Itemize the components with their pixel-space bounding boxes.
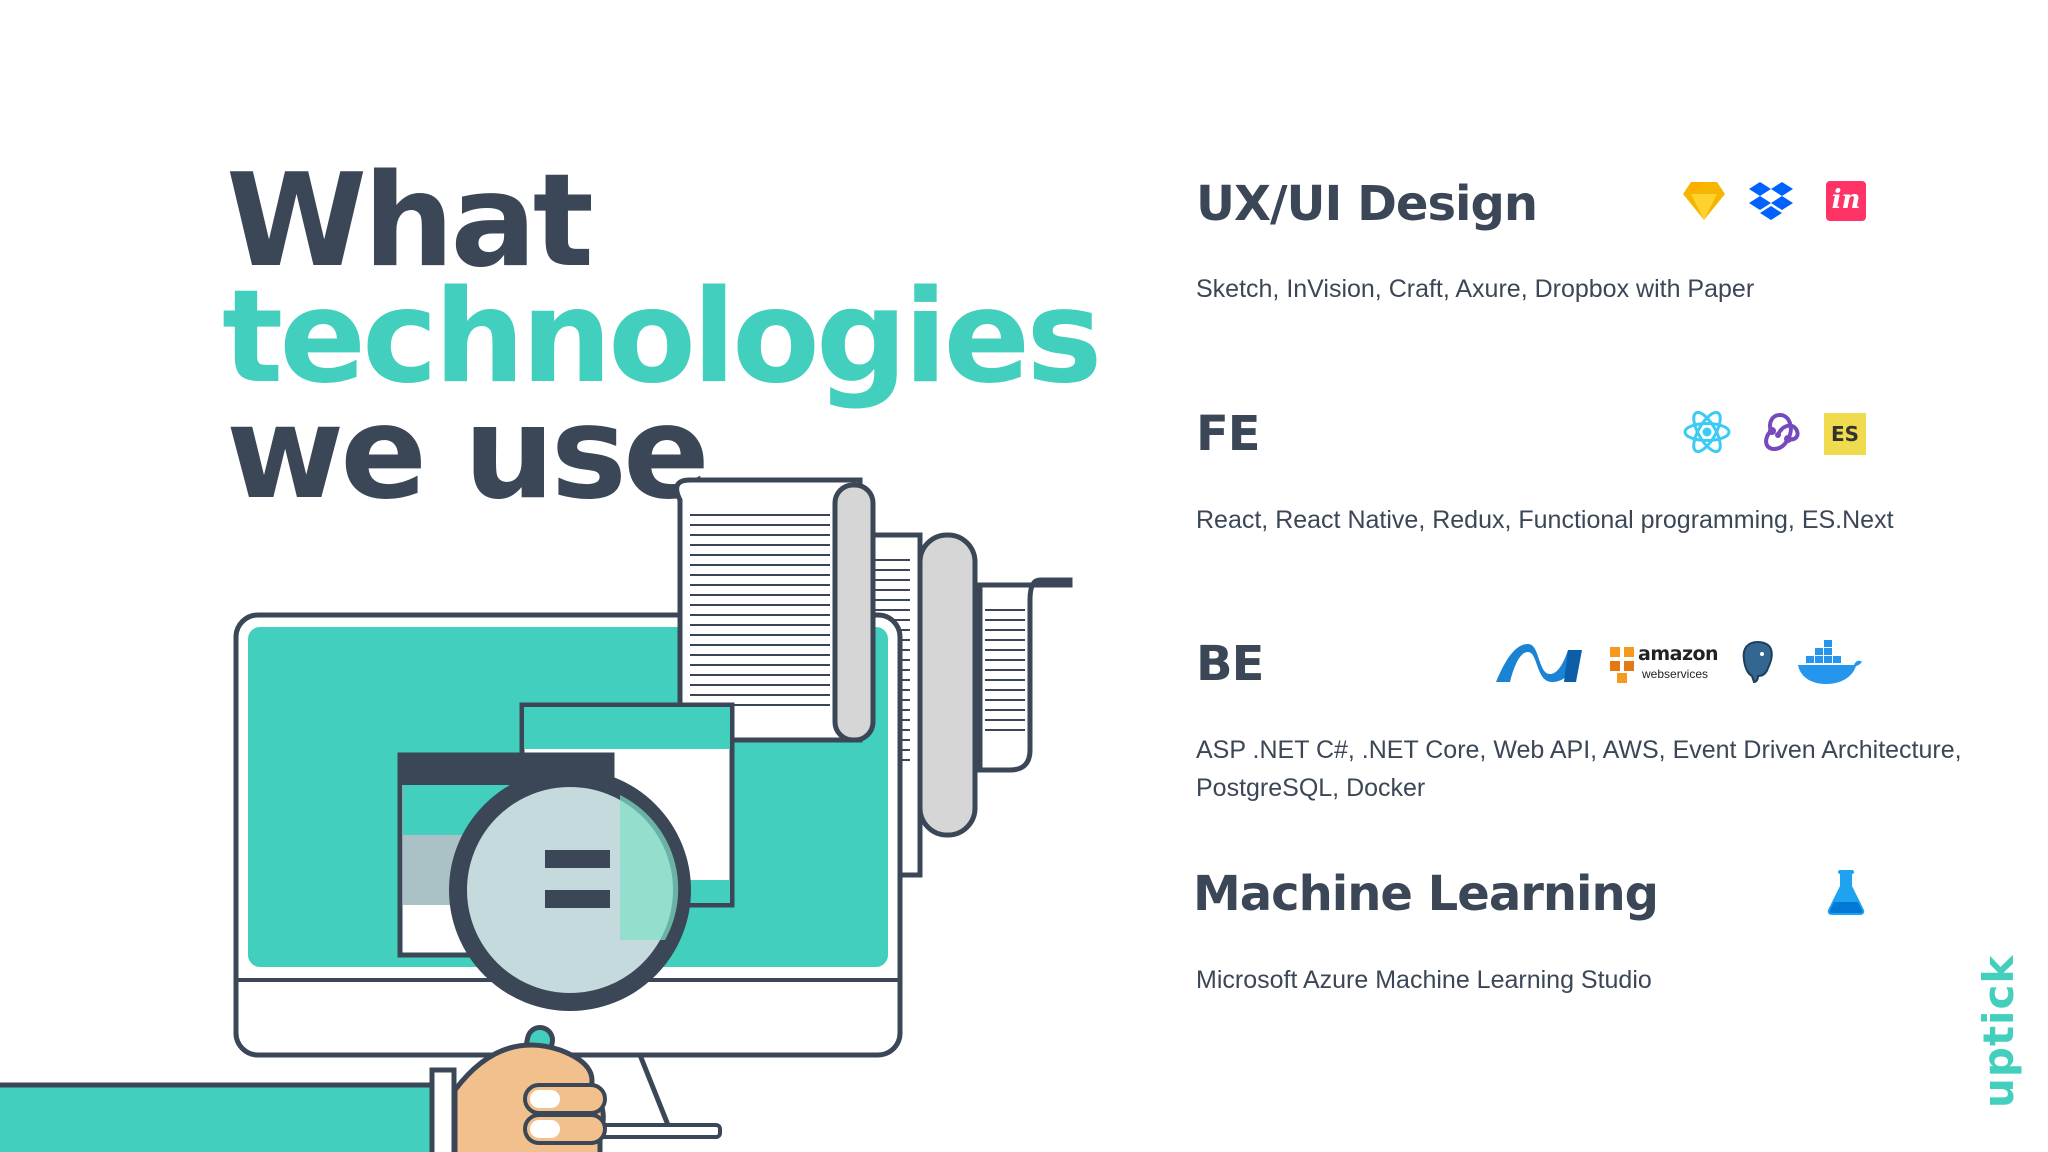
es-icon: ES: [1824, 413, 1866, 455]
category-title-fe: FE: [1196, 406, 1261, 462]
heading-line-1: What: [226, 147, 594, 296]
hand-illustration: [0, 1042, 607, 1152]
paper-scroll-front: [674, 477, 876, 743]
aws-subtitle: webservices: [1642, 667, 1709, 681]
postgresql-icon: [1742, 640, 1773, 684]
azure-ml-icon: [1827, 870, 1865, 915]
docker-icon: [1798, 640, 1862, 684]
aws-cubes-icon: [1610, 647, 1634, 683]
category-desc-be: ASP .NET C#, .NET Core, Web API, AWS, Ev…: [1196, 736, 1962, 802]
category-title-ml: Machine Learning: [1193, 866, 1659, 922]
heading-line-2: technologies: [222, 263, 1102, 412]
sketch-icon: [1683, 182, 1725, 220]
aws-icon: amazon webservices: [1608, 639, 1719, 687]
computer-illustration: [0, 477, 1073, 1152]
aws-wordmark: amazon: [1638, 643, 1719, 665]
category-desc-uxui: Sketch, InVision, Craft, Axure, Dropbox …: [1196, 275, 1755, 303]
category-desc-fe: React, React Native, Redux, Functional p…: [1196, 506, 1894, 534]
category-title-uxui: UX/UI Design: [1196, 176, 1538, 232]
invision-icon: in: [1826, 181, 1866, 221]
dotnet-icon: [1496, 644, 1582, 682]
redux-icon: [1764, 412, 1800, 452]
category-title-be: BE: [1196, 636, 1264, 692]
brand-logo: uptick: [1974, 954, 2023, 1108]
category-desc-ml: Microsoft Azure Machine Learning Studio: [1196, 966, 1652, 994]
react-icon: [1683, 410, 1731, 454]
heading-line-3: we use: [226, 379, 710, 528]
dropbox-icon: [1749, 182, 1793, 220]
